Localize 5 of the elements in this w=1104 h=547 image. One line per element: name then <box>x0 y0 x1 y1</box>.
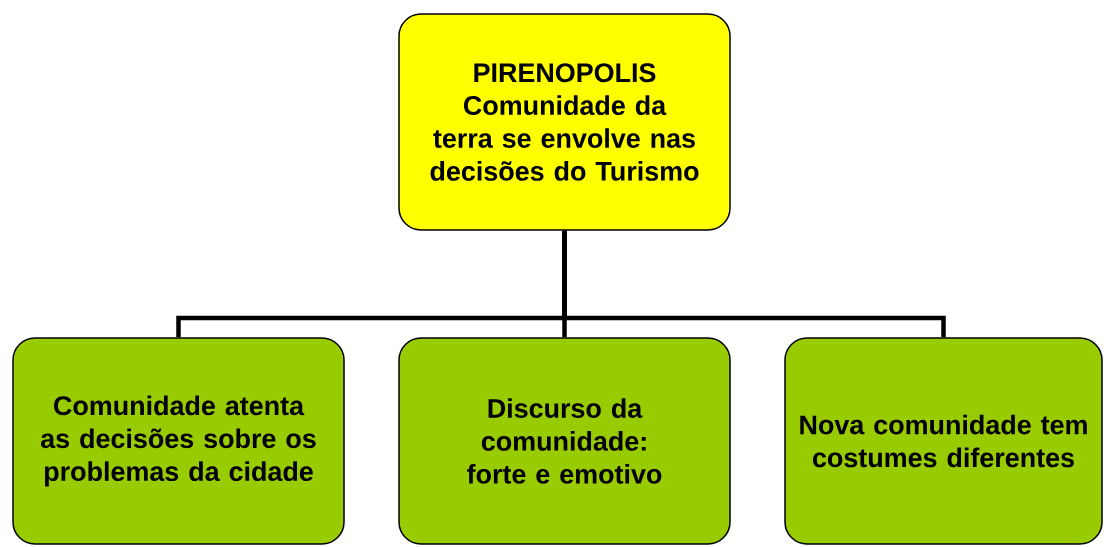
topic-box: Discurso da comunidade: forte e emotivo <box>398 337 731 545</box>
topic-box: Comunidade atenta as decisões sobre os problemas da cidade <box>12 337 345 545</box>
title-box: PIRENOPOLIS Comunidade da terra se envolve nas decisões do Turismo <box>398 13 731 231</box>
connector-line <box>562 230 946 338</box>
topic-box: Nova comunidade tem costumes diferentes <box>784 337 1103 545</box>
